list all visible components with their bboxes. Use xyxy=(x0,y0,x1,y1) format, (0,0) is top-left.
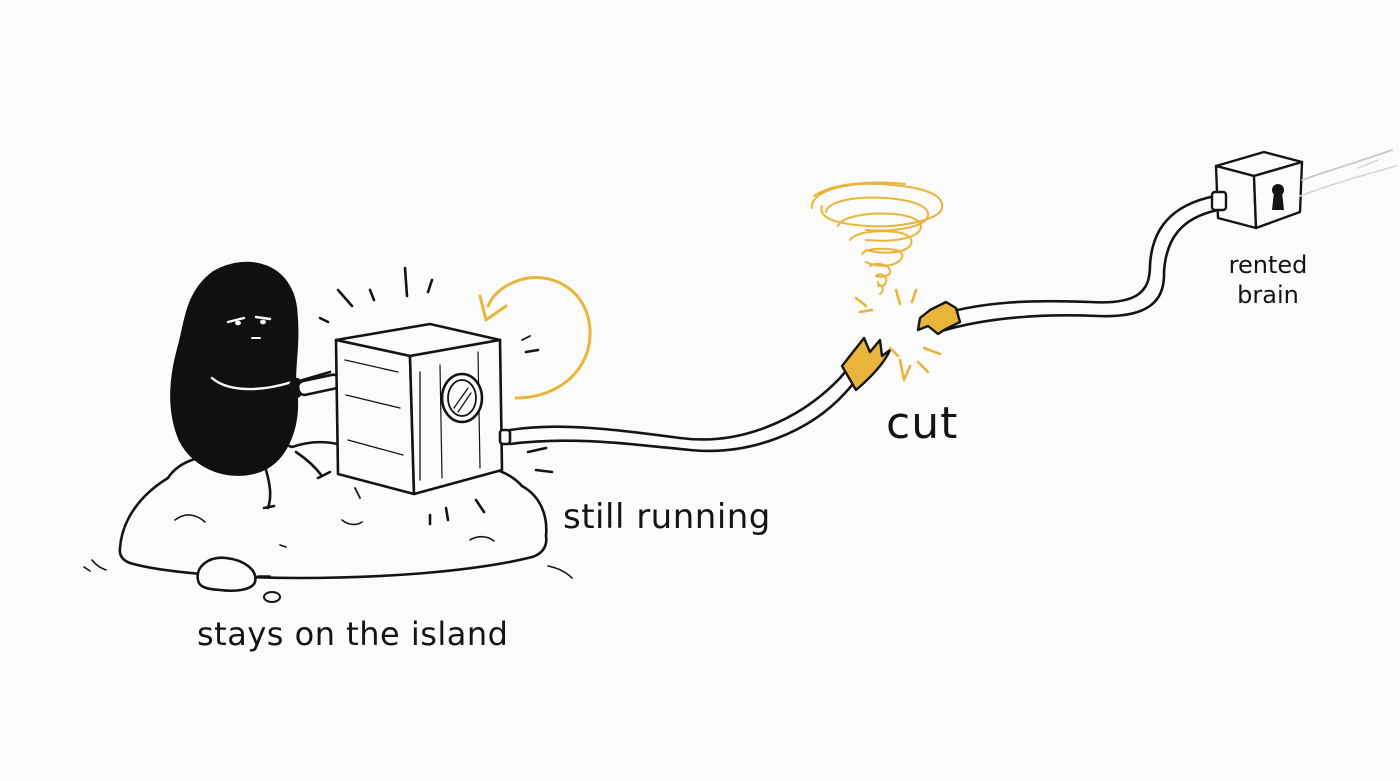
power-cable-left xyxy=(508,362,862,453)
motion-lines xyxy=(318,266,554,526)
cut-spark xyxy=(840,288,962,392)
locked-box xyxy=(1210,149,1397,230)
bean-character xyxy=(170,261,332,510)
rented-brain-label: rented brain xyxy=(1224,250,1312,310)
stays-on-island-label: stays on the island xyxy=(197,615,509,653)
hand-crank-box xyxy=(334,322,512,496)
rented-brain-line-2: brain xyxy=(1237,281,1299,309)
cut-label: cut xyxy=(886,398,959,449)
power-cable-right xyxy=(928,194,1220,334)
rotation-arrow xyxy=(478,275,592,400)
rented-brain-line-1: rented xyxy=(1228,251,1308,279)
whirlwind xyxy=(810,181,944,295)
keyhole-icon xyxy=(1272,184,1284,210)
still-running-label: still running xyxy=(563,497,771,537)
